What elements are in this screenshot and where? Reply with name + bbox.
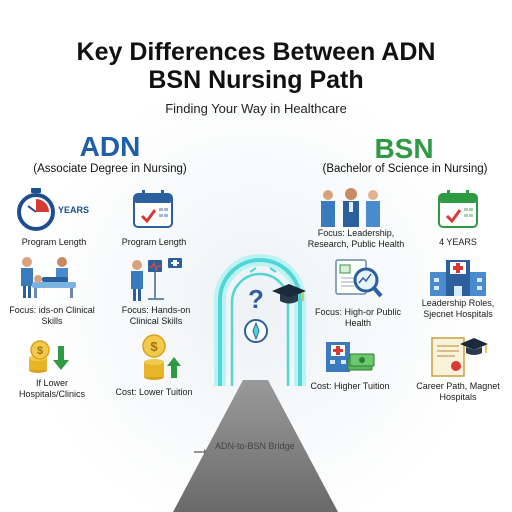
adn-label-6: Cost: Lower Tuition: [115, 387, 193, 397]
coins-down-icon: $: [29, 340, 69, 373]
graduation-cap-icon: [272, 282, 306, 311]
nurse-patient-icon: [21, 257, 76, 298]
bsn-item-3: [335, 258, 383, 302]
adn-item-4: [124, 256, 186, 302]
bsn-subheading: (Bachelor of Science in Nursing): [322, 163, 488, 175]
adn-heading: ADN: [79, 131, 141, 162]
adn-label-5: If Lower Hospitals/Clinics: [18, 378, 86, 399]
path-road: [173, 380, 338, 512]
bsn-label-6: Career Path, Magnet Hospitals: [416, 381, 500, 402]
coins-up-icon: $: [142, 334, 181, 380]
adn-item-2: [133, 190, 173, 228]
diploma-cap-icon: [431, 337, 488, 377]
arrow-right-icon: [194, 443, 208, 461]
bsn-item-1: [318, 188, 384, 228]
svg-text:$: $: [37, 345, 43, 357]
page-title-line2: BSN Nursing Path: [148, 66, 364, 94]
bsn-item-6: [430, 334, 490, 377]
adn-label-2: Program Length: [121, 237, 187, 247]
hospital-money-icon: [326, 342, 375, 372]
adn-label-1: Program Length: [21, 237, 87, 247]
adn-label-3: Focus: ids-on Clinical Skills: [9, 305, 95, 326]
bsn-item-4: [430, 256, 486, 296]
bsn-item-5: [326, 338, 375, 372]
calendar-icon: [438, 190, 478, 228]
nurse-team-icon: [321, 188, 380, 227]
bsn-item-2: [438, 190, 478, 228]
adn-label-4: Focus: Hands-on Clinical Skills: [121, 305, 191, 326]
adn-years-text: YEARS: [58, 205, 90, 215]
adn-item-5: $: [28, 340, 72, 374]
adn-subheading: (Associate Degree in Nursing): [33, 163, 187, 175]
stopwatch-icon: [17, 188, 55, 231]
bridge-label: ADN-to-BSN Bridge: [215, 441, 295, 451]
bsn-label-3: Focus: High-or Public Health: [314, 307, 402, 328]
compass-icon: [243, 318, 269, 349]
adn-item-6: $: [140, 334, 184, 380]
adn-item-1: [16, 188, 56, 232]
calendar-icon: [133, 190, 173, 228]
bsn-heading: BSN: [374, 133, 434, 164]
magnifier-chart-icon: [335, 259, 383, 298]
bsn-label-2: 4 YEARS: [439, 237, 477, 247]
page-subtitle: Finding Your Way in Healthcare: [165, 101, 347, 116]
adn-item-3: [18, 256, 80, 300]
question-mark-icon: ?: [248, 284, 264, 314]
nurse-monitor-icon: [131, 258, 182, 301]
bsn-label-1: Focus: Leadership, Research, Public Heal…: [307, 228, 405, 249]
page-title-line1: Key Differences Between ADN: [76, 38, 436, 66]
svg-text:$: $: [150, 339, 158, 354]
bsn-label-4: Leadership Roles, Sjecnet Hospitals: [421, 298, 495, 319]
hospital-icon: [430, 260, 486, 296]
bsn-label-5: Cost: Higher Tuition: [310, 381, 390, 391]
